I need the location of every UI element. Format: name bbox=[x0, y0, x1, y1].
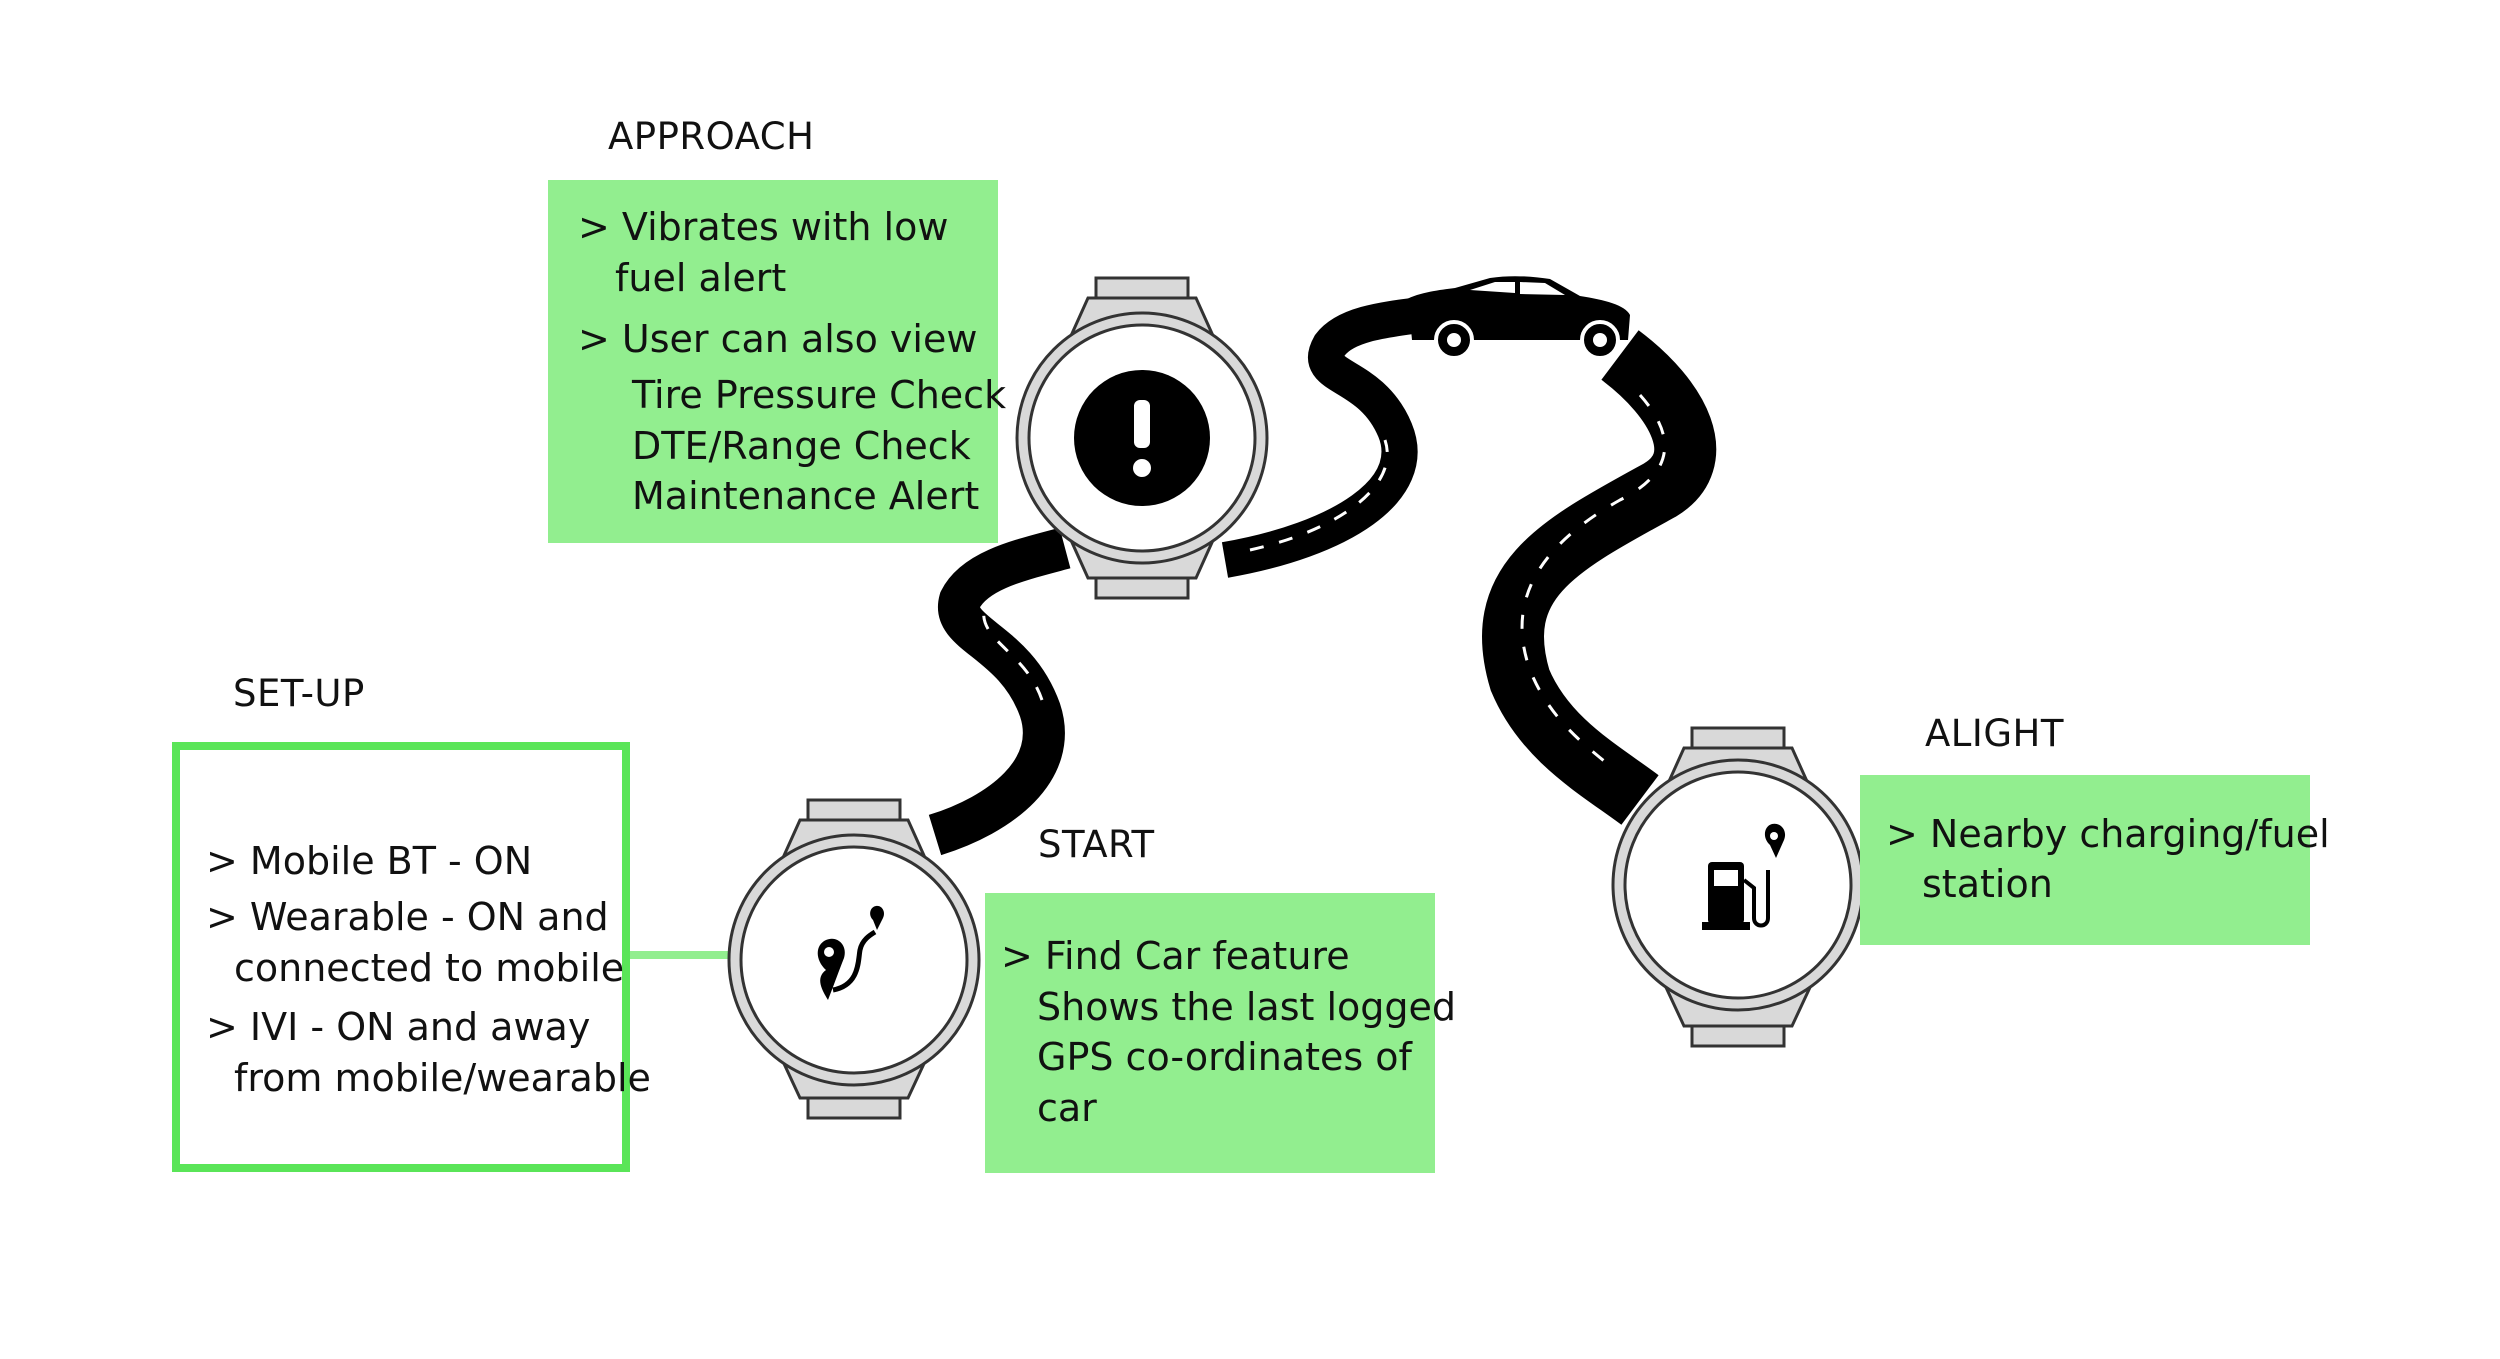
alight-watch bbox=[1611, 726, 1865, 1048]
setup-item-2-cont: connected to mobile bbox=[234, 946, 625, 990]
start-watch bbox=[727, 798, 981, 1120]
road bbox=[928, 297, 1717, 856]
approach-heading: APPROACH bbox=[608, 115, 815, 158]
alight-line-2: station bbox=[1922, 862, 2053, 906]
setup-item-1: > Mobile BT - ON bbox=[206, 839, 533, 883]
alight-box: > Nearby charging/fuel station bbox=[1860, 775, 2330, 945]
alert-icon bbox=[1074, 370, 1210, 506]
approach-item-1: > Vibrates with low bbox=[578, 205, 949, 249]
car-icon bbox=[1405, 276, 1630, 360]
approach-item-1-cont: fuel alert bbox=[615, 256, 787, 300]
approach-box: > Vibrates with low fuel alert > User ca… bbox=[548, 180, 1006, 543]
start-line-3: GPS co-ordinates of bbox=[1037, 1035, 1412, 1079]
approach-sub-2: DTE/Range Check bbox=[632, 424, 971, 468]
fuel-station-icon bbox=[1702, 823, 1786, 930]
approach-sub-3: Maintenance Alert bbox=[632, 474, 980, 518]
setup-heading: SET-UP bbox=[233, 672, 365, 715]
setup-item-3-cont: from mobile/wearable bbox=[234, 1056, 651, 1100]
setup-item-2: > Wearable - ON and bbox=[206, 895, 609, 939]
start-box: > Find Car feature Shows the last logged… bbox=[985, 893, 1456, 1173]
alight-heading: ALIGHT bbox=[1925, 712, 2064, 755]
start-line-1: > Find Car feature bbox=[1001, 934, 1350, 978]
approach-sub-1: Tire Pressure Check bbox=[632, 373, 1007, 417]
start-line-2: Shows the last logged bbox=[1037, 985, 1457, 1029]
alight-line-1: > Nearby charging/fuel bbox=[1886, 812, 2330, 856]
start-line-4: car bbox=[1037, 1086, 1097, 1130]
approach-item-2: > User can also view bbox=[578, 317, 978, 361]
setup-box: > Mobile BT - ON > Wearable - ON and con… bbox=[172, 742, 651, 1172]
setup-item-3: > IVI - ON and away bbox=[206, 1005, 591, 1049]
route-pin-icon bbox=[817, 905, 885, 1000]
approach-watch bbox=[1015, 276, 1269, 600]
start-heading: START bbox=[1038, 823, 1155, 866]
